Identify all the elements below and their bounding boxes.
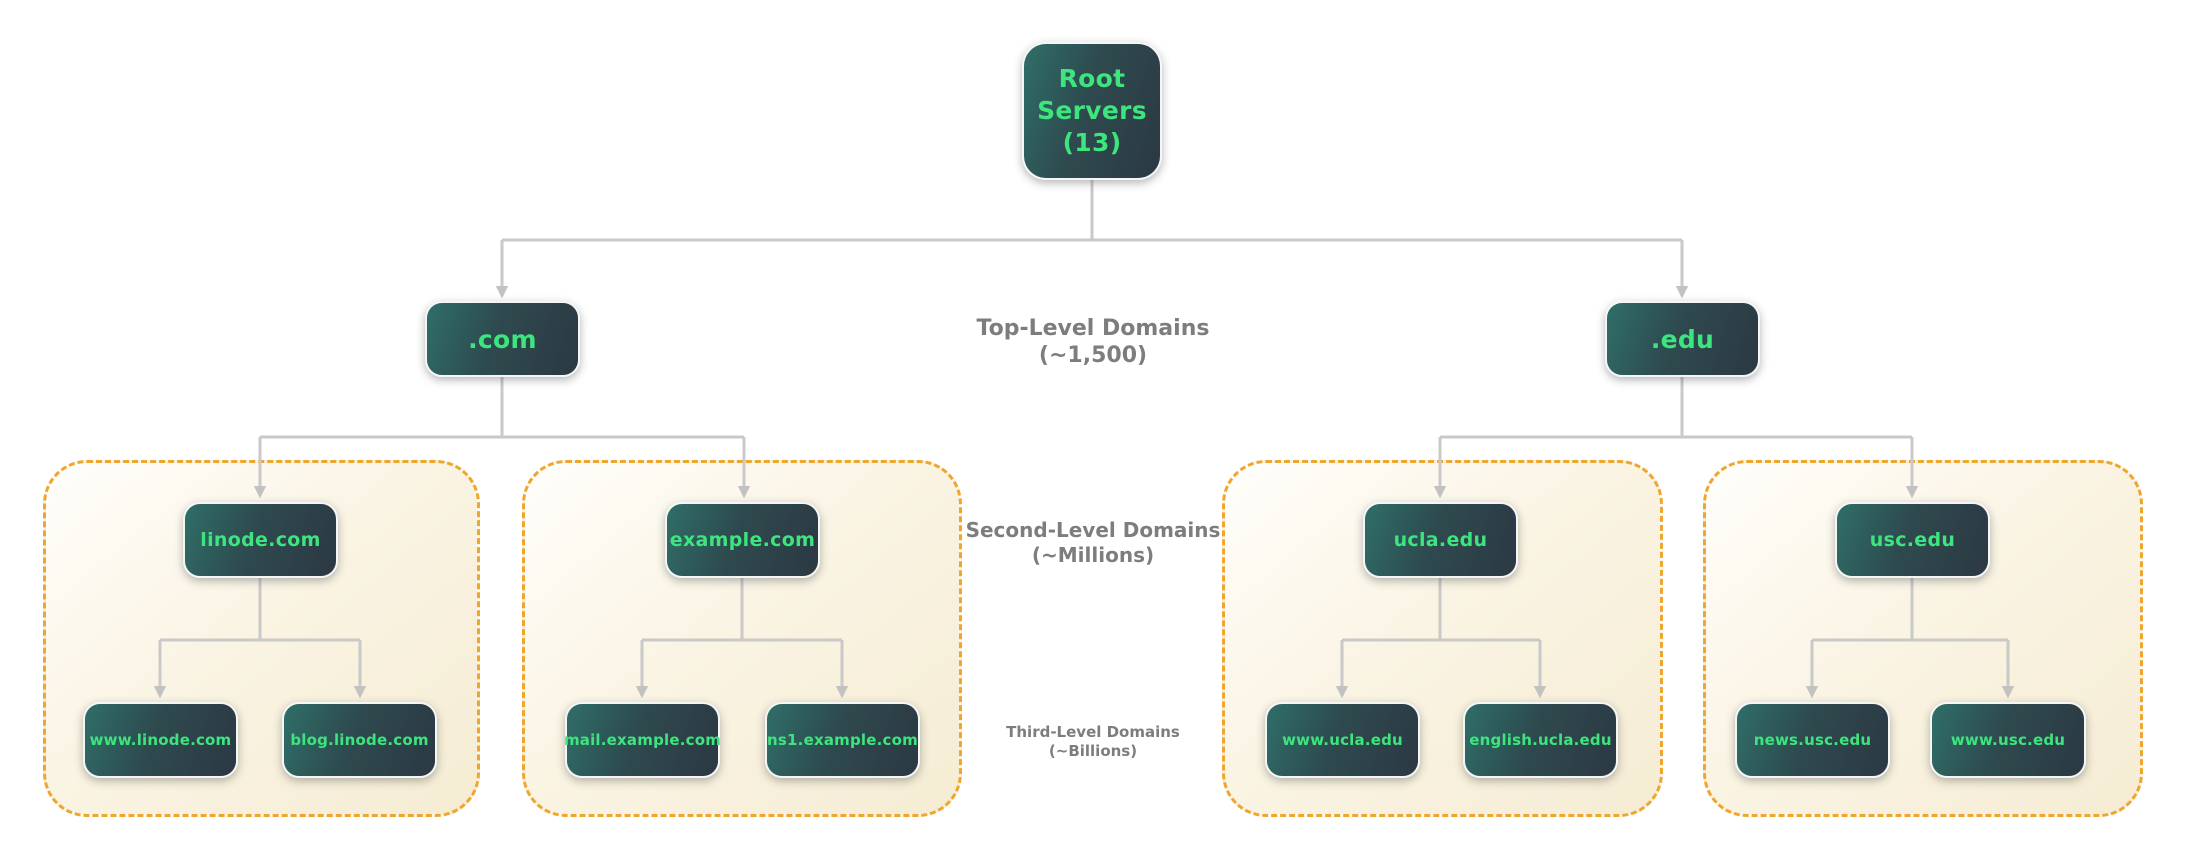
node-sld-ucla-edu: ucla.edu [1363,502,1518,578]
node-label: .edu [1650,324,1715,354]
node-root-label-line: (13) [1062,128,1122,157]
node-sld-linode-com: linode.com [183,502,338,578]
node-label: www.usc.edu [1950,731,2066,749]
node-label: ucla.edu [1393,529,1488,551]
node-sld-example-com: example.com [665,502,820,578]
node-root-servers: Root Servers (13) [1022,42,1162,180]
tier-label-count: (~1,500) [1038,343,1148,368]
node-label: blog.linode.com [290,731,429,749]
node-label: ns1.example.com [767,731,918,749]
tier-label-second-level: Second-Level Domains (~Millions) [843,518,1343,568]
node-sub-mail-example-com: mail.example.com [563,702,722,778]
tier-label-top-level: Top-Level Domains (~1,500) [843,315,1343,369]
node-sub-www-ucla-edu: www.ucla.edu [1265,702,1420,778]
node-tld-com: .com [425,301,580,377]
node-sub-news-usc-edu: news.usc.edu [1735,702,1890,778]
node-root-label-line: Root [1058,64,1126,93]
node-sub-english-ucla-edu: english.ucla.edu [1463,702,1618,778]
tier-label-third-level: Third-Level Domains (~Billions) [843,723,1343,761]
node-label: english.ucla.edu [1469,731,1612,749]
node-label: usc.edu [1869,529,1956,551]
node-label: www.ucla.edu [1282,731,1403,749]
tier-label-title: Second-Level Domains [965,518,1221,542]
edges-root-to-tlds [495,180,1689,299]
node-sub-www-linode-com: www.linode.com [83,702,238,778]
node-sub-www-usc-edu: www.usc.edu [1930,702,2086,778]
node-tld-edu: .edu [1605,301,1760,377]
node-label: example.com [669,529,816,551]
tier-label-count: (~Millions) [1031,543,1155,567]
node-label: linode.com [200,529,321,551]
node-sub-ns1-example-com: ns1.example.com [765,702,920,778]
tier-label-title: Top-Level Domains [976,316,1210,341]
node-sld-usc-edu: usc.edu [1835,502,1990,578]
tier-label-title: Third-Level Domains [1006,723,1180,741]
node-label: www.linode.com [89,731,232,749]
node-label: mail.example.com [563,731,722,749]
tier-label-count: (~Billions) [1048,742,1138,760]
node-label: .com [468,324,537,354]
node-sub-blog-linode-com: blog.linode.com [282,702,437,778]
node-root-label-line: Servers [1037,96,1147,125]
node-label: news.usc.edu [1753,731,1872,749]
